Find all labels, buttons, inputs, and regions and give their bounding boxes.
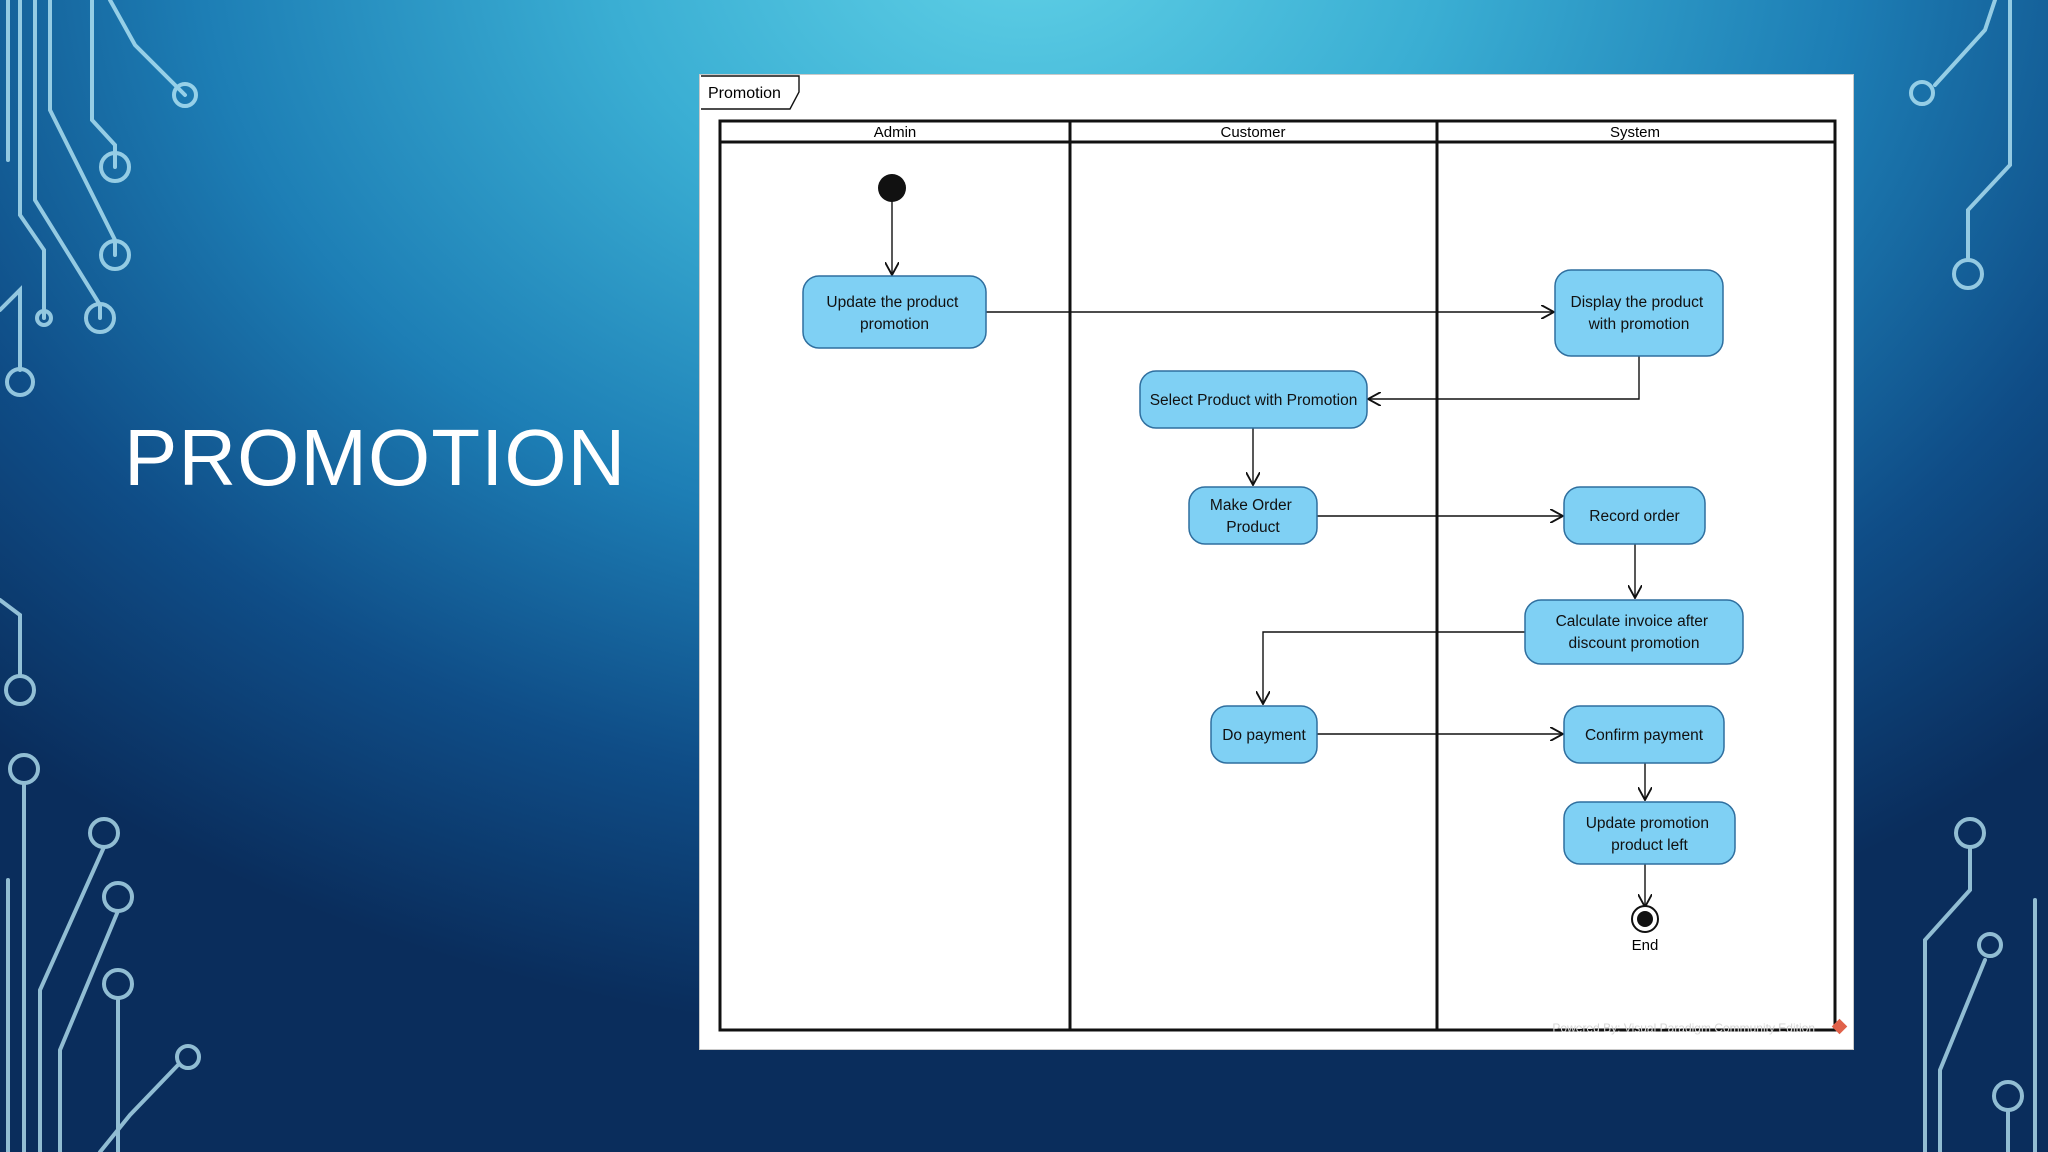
action-node-update-left: Update promotion product left [1563,801,1736,865]
frame-label: Promotion [708,85,781,102]
node-text-line: Calculate invoice after [1556,613,1709,630]
action-node-calculate-invoice: Calculate invoice after discount promoti… [1524,599,1744,665]
edge-invoice-to-payment [1263,631,1525,704]
node-text-line: Confirm payment [1585,727,1704,744]
activity-diagram: Promotion Admin Customer System [701,75,1848,1035]
node-text-line: discount promotion [1569,635,1700,652]
initial-node [878,174,906,202]
flow-edges [892,197,1645,907]
slide-title: PROMOTION [124,413,627,502]
action-node-record-order: Record order [1563,486,1706,545]
svg-text:Confirm payment: Confirm payment [1585,727,1704,744]
node-text-line: Update the product [826,294,959,311]
action-node-update-promotion: Update the product promotion [802,275,987,349]
lane-header-system: System [1610,124,1660,141]
action-node-select-product: Select Product with Promotion [1139,370,1368,429]
svg-text:Calculate invoice after: Calculate invoice after discount promoti… [1556,613,1713,652]
action-node-confirm-payment: Confirm payment [1563,705,1725,764]
lane-container [718,119,1837,1032]
diagram-panel: Promotion Admin Customer System [699,74,1854,1050]
node-text-line: Display the product [1571,294,1704,311]
node-text-line: Select Product with Promotion [1150,392,1358,409]
lane-header-customer: Customer [1220,124,1285,141]
watermark-text: Powered By: Visual Paradigm Community Ed… [1552,1021,1815,1035]
edge-display-to-select [1368,356,1640,399]
frame-label-tab: Promotion [701,75,800,110]
node-text-line: Product [1226,519,1280,536]
node-text-line: promotion [860,316,929,333]
action-node-do-payment: Do payment [1210,705,1318,764]
svg-text:Update the product pro: Update the product promotion [826,294,962,333]
node-text-line: Make Order [1210,497,1292,514]
svg-text:Display the product wi: Display the product with promotion [1571,294,1708,333]
lane-header-admin: Admin [874,124,917,141]
end-label: End [1632,937,1659,954]
node-text-line: Do payment [1222,727,1306,744]
svg-text:Select Product with Promotion: Select Product with Promotion [1150,392,1358,409]
action-node-display-promotion: Display the product with promotion [1554,269,1724,357]
node-text-line: Update promotion [1586,815,1709,832]
final-node [1631,905,1659,933]
svg-text:Do payment: Do payment [1222,727,1306,744]
node-text-line: product left [1611,837,1688,854]
action-node-make-order: Make Order Product [1188,486,1318,545]
node-text-line: Record order [1589,508,1679,525]
svg-text:Update promotion produ: Update promotion product left [1586,815,1714,854]
swimlanes [718,119,1837,1032]
watermark-logo-icon [1831,1018,1848,1035]
node-text-line: with promotion [1588,316,1690,333]
svg-text:Make Order Product: Make Order Product [1210,497,1296,536]
svg-text:Record order: Record order [1589,508,1679,525]
